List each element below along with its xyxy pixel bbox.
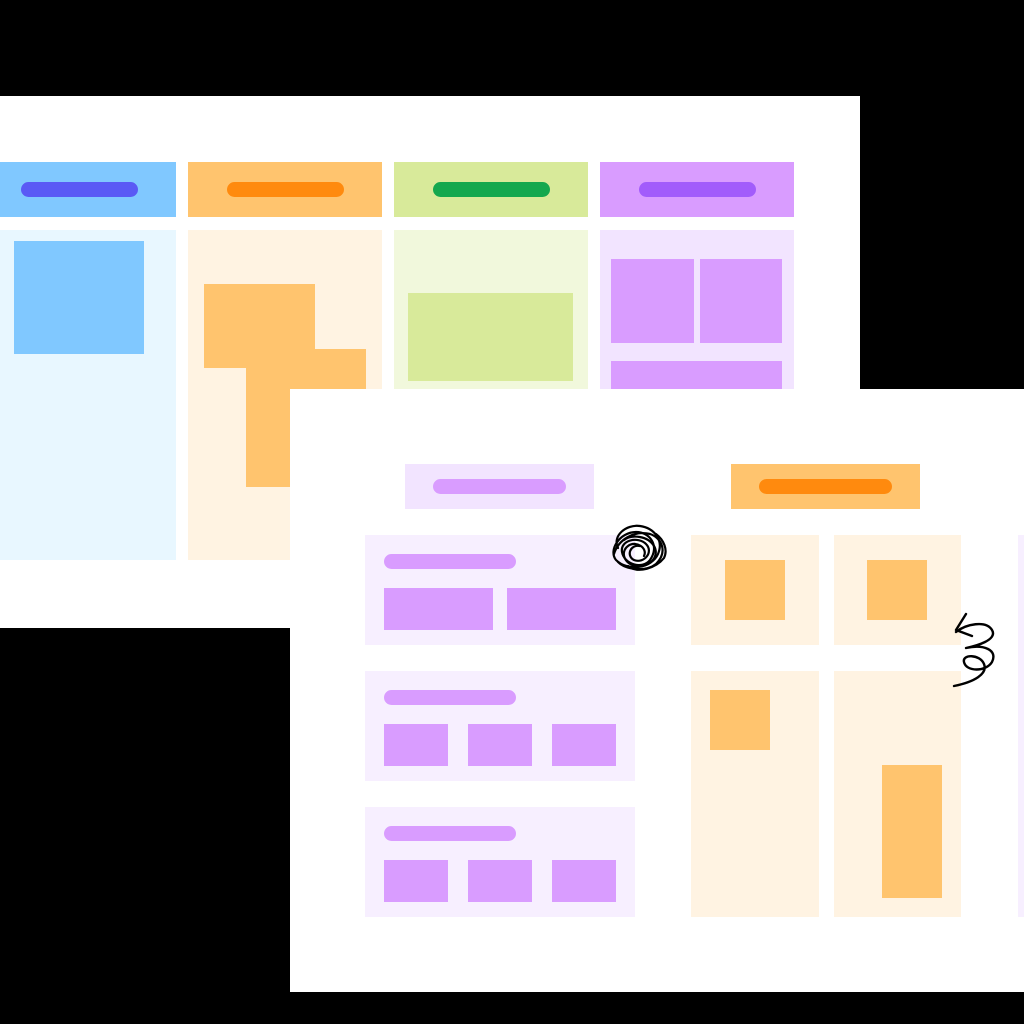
column-header-blue[interactable]	[0, 162, 176, 217]
list-panel-tile[interactable]	[468, 860, 532, 902]
column-header-purple[interactable]	[600, 162, 794, 217]
group-title-bar-purple	[433, 479, 566, 494]
list-panel-tile[interactable]	[507, 588, 616, 630]
column-title-bar-orange	[227, 182, 344, 197]
card-blue[interactable]	[14, 241, 144, 354]
grid-cell-clipped	[1018, 535, 1024, 917]
grid-cell-card[interactable]	[710, 690, 770, 750]
group-header-purple[interactable]	[405, 464, 594, 509]
group-header-orange[interactable]	[731, 464, 920, 509]
undo-arrow-icon	[952, 612, 995, 688]
list-panel-tile[interactable]	[468, 724, 532, 766]
list-panel-1[interactable]	[365, 535, 635, 645]
list-panel-title-bar	[384, 690, 516, 705]
list-panel-title-bar	[384, 554, 516, 569]
grid-cell-card[interactable]	[725, 560, 785, 620]
card-green[interactable]	[408, 293, 573, 381]
back-board	[0, 96, 860, 628]
column-body-blue	[0, 230, 176, 560]
column-header-orange[interactable]	[188, 162, 382, 217]
grid-cell-top-left[interactable]	[691, 535, 819, 645]
card-purple-right[interactable]	[700, 259, 782, 343]
grid-cell-bottom-right[interactable]	[834, 671, 961, 917]
group-title-bar-orange	[759, 479, 892, 494]
list-panel-tile[interactable]	[552, 724, 616, 766]
list-panel-title-bar	[384, 826, 516, 841]
card-purple-left[interactable]	[611, 259, 694, 343]
list-panel-tile[interactable]	[384, 724, 448, 766]
column-title-bar-green	[433, 182, 550, 197]
column-title-bar-purple	[639, 182, 756, 197]
scribble-icon	[612, 524, 667, 571]
grid-cell-card[interactable]	[867, 560, 927, 620]
list-panel-tile[interactable]	[384, 588, 493, 630]
list-panel-tile[interactable]	[384, 860, 448, 902]
front-board	[290, 389, 1024, 992]
grid-cell-top-right[interactable]	[834, 535, 961, 645]
grid-cell-bottom-left[interactable]	[691, 671, 819, 917]
list-panel-2[interactable]	[365, 671, 635, 781]
list-panel-3[interactable]	[365, 807, 635, 917]
grid-cell-tall-card[interactable]	[882, 765, 942, 898]
column-title-bar-blue	[21, 182, 138, 197]
column-header-green[interactable]	[394, 162, 588, 217]
list-panel-tile[interactable]	[552, 860, 616, 902]
